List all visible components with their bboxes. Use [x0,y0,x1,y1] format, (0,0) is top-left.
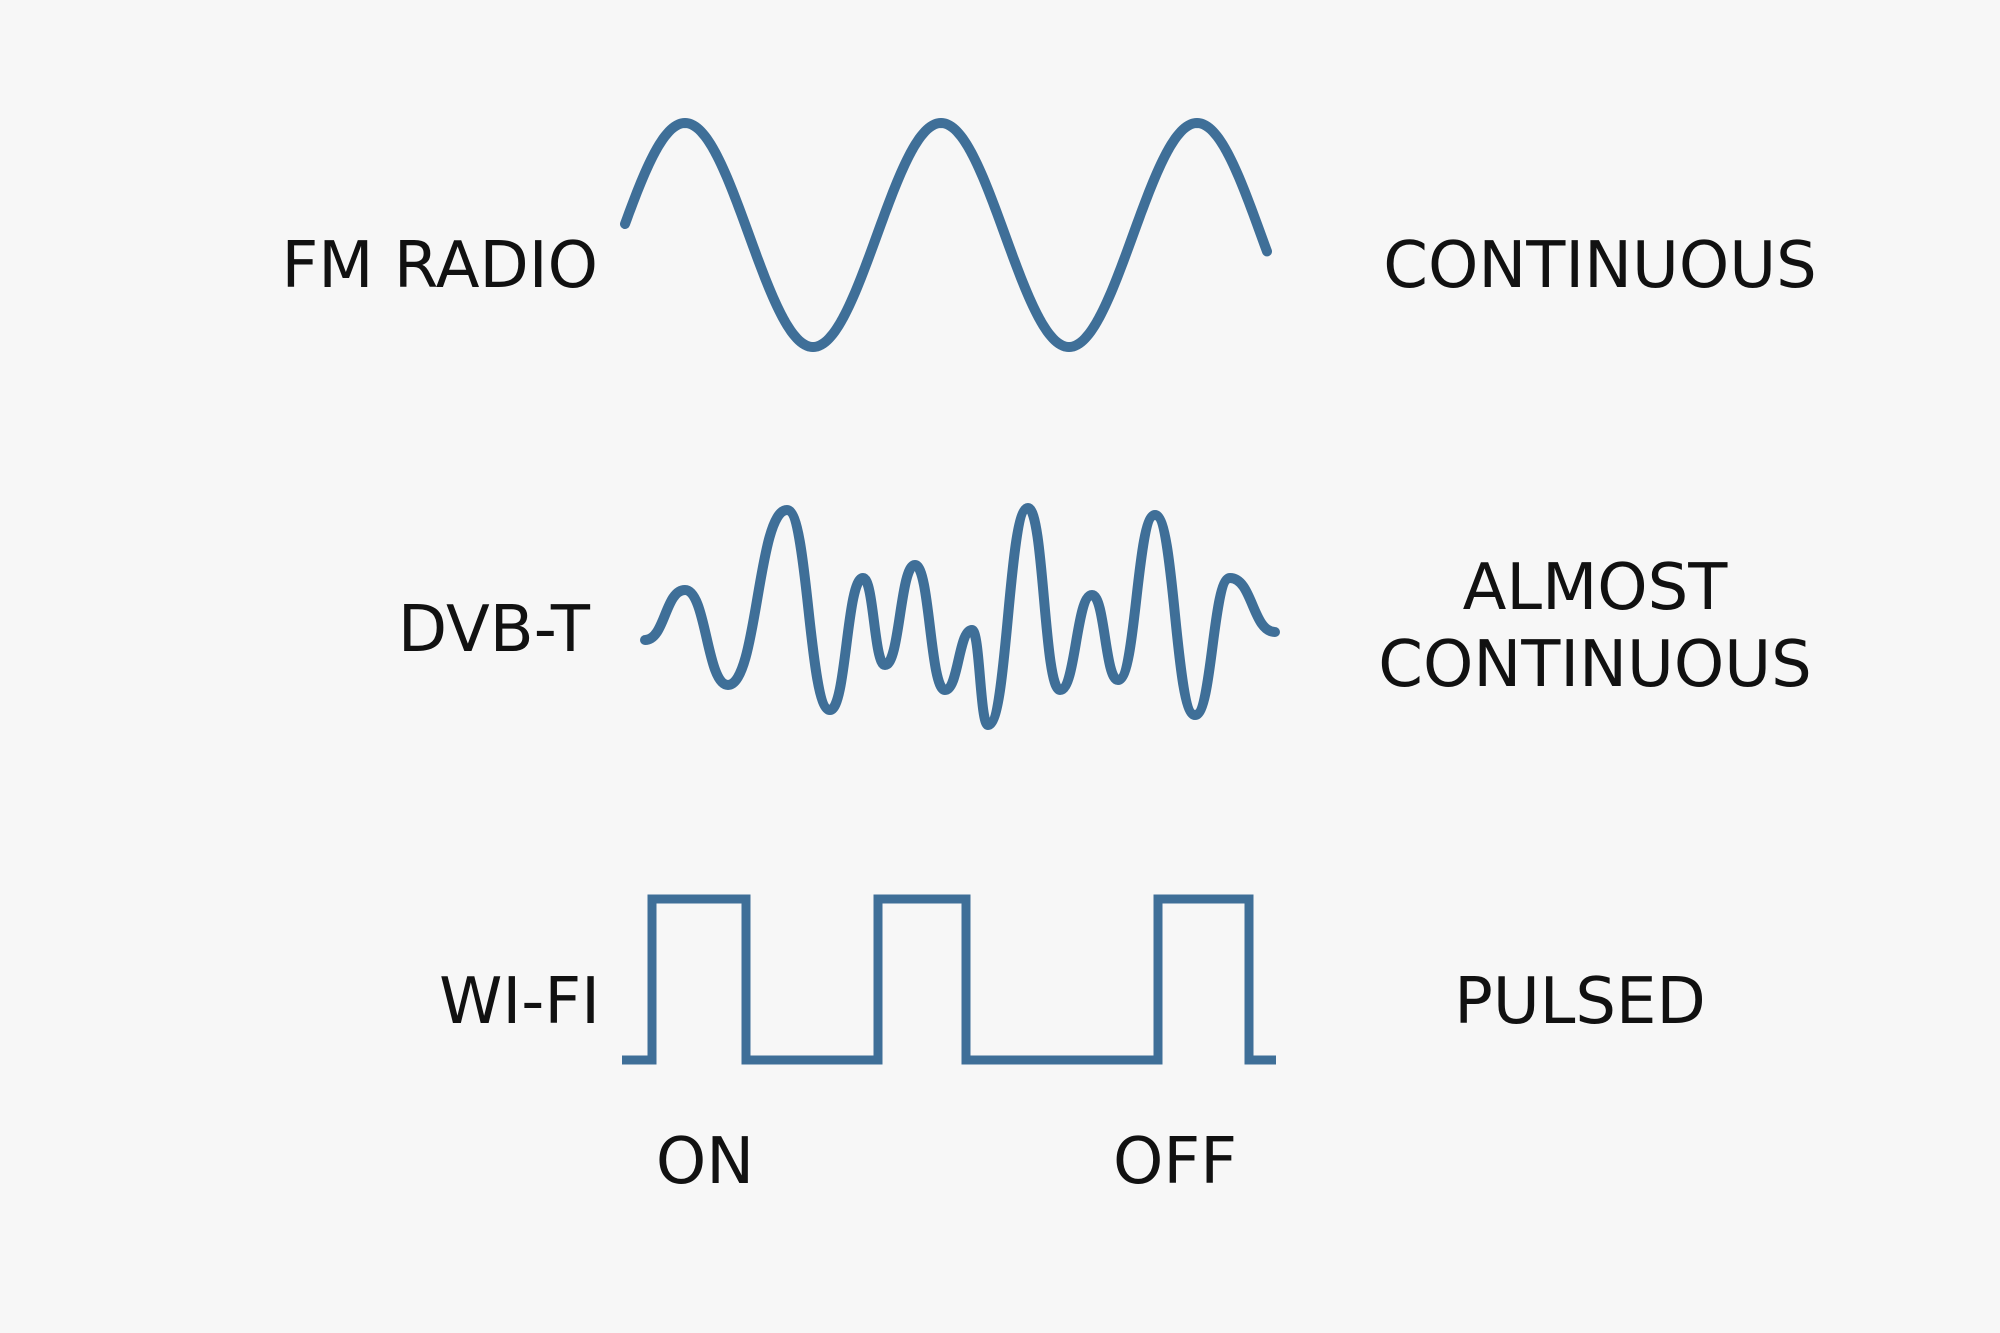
dvb-t-signal-type: ALMOST CONTINUOUS [1370,550,1820,704]
wi-fi-pulsed-square-wave [622,894,1276,1065]
wi-fi-signal-type: PULSED [1454,965,1706,1039]
fm-radio-label: FM RADIO [281,229,598,303]
fm-radio-signal-type: CONTINUOUS [1383,229,1817,303]
pulse-on-label: ON [655,1125,755,1199]
pulse-off-label: OFF [1113,1125,1237,1199]
dvb-t-signal-type-line1: ALMOST [1462,551,1728,625]
wi-fi-label: WI-FI [439,965,600,1039]
fm-radio-sine-wave [620,118,1272,352]
dvb-t-irregular-wave [640,503,1280,730]
dvb-t-signal-type-line2: CONTINUOUS [1378,627,1812,702]
dvb-t-label: DVB-T [397,593,590,667]
